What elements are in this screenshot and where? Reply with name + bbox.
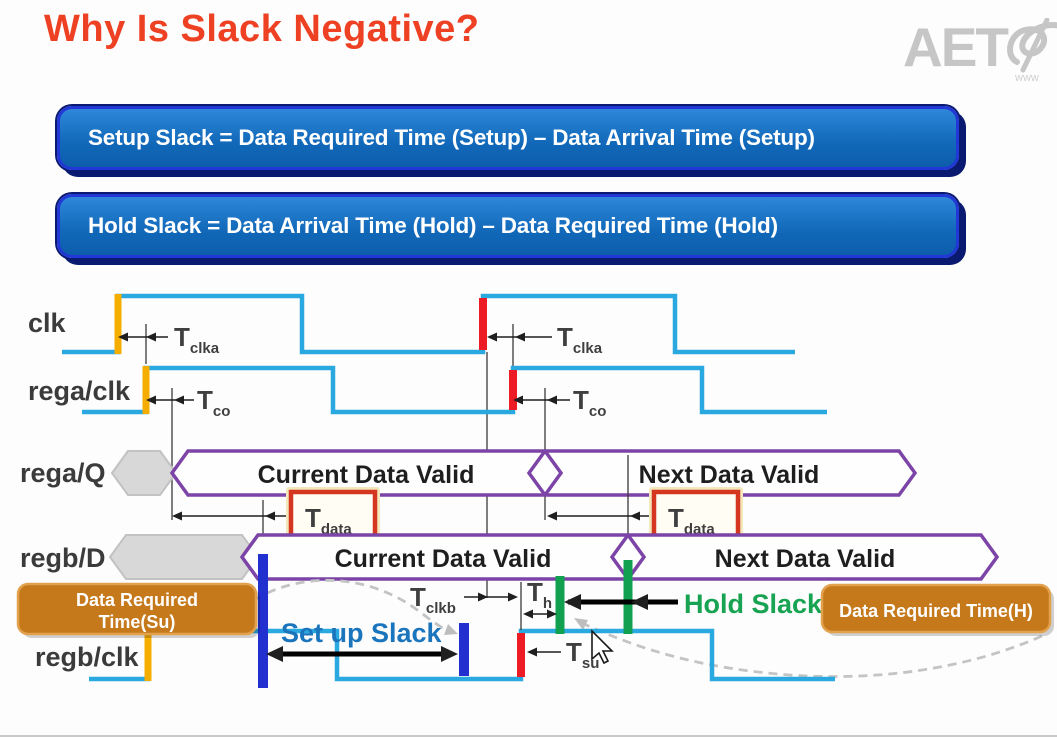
- t-clka-label-left: Tclka: [174, 322, 220, 357]
- mouse-cursor: [591, 629, 614, 665]
- logo-glyph: [1007, 18, 1057, 73]
- rega-q-unknown-bus: [110, 450, 178, 496]
- regb-d-current-label: Current Data Valid: [335, 545, 552, 573]
- t-h-label: Th: [527, 577, 552, 612]
- setup-slack-formula: Setup Slack = Data Required Time (Setup)…: [88, 125, 815, 150]
- regb-d-current-fill: [242, 535, 644, 579]
- t-h-measure: Th: [523, 577, 557, 619]
- hold-slack-formula-box: Hold Slack = Data Arrival Time (Hold) – …: [57, 194, 959, 258]
- rega-q-next-fill: [529, 451, 915, 495]
- rega-q-current-label: Current Data Valid: [258, 461, 475, 489]
- required-su-guide-arrowhead: [444, 624, 458, 635]
- hold-slack-text: Hold Slack: [684, 589, 823, 619]
- regb-d-unknown-bus: [108, 534, 260, 580]
- rega-clk-waveform: [82, 365, 827, 415]
- t-su-measure: Tsu: [527, 637, 599, 672]
- t-data-measure-right: Tdata: [547, 455, 743, 558]
- data-required-su-box: Data Required Time(Su): [16, 582, 260, 638]
- required-h-guide-curve: [581, 621, 1043, 678]
- brand-logo: AET www: [903, 18, 1057, 90]
- t-clkb-label: Tclkb: [410, 582, 456, 617]
- logo-text: AET: [903, 16, 1009, 78]
- hold-slack-annotation: Hold Slack: [564, 589, 823, 619]
- setup-slack-formula-box: Setup Slack = Data Required Time (Setup)…: [57, 106, 959, 170]
- signal-label-regb-clk: regb/clk: [35, 642, 140, 672]
- page-title: Why Is Slack Negative?: [44, 8, 480, 50]
- t-su-label: Tsu: [566, 637, 599, 672]
- t-data-measure-left: Tdata: [172, 487, 380, 553]
- rega-q-next-label: Next Data Valid: [639, 461, 820, 489]
- t-co-measure-left: Tco: [146, 385, 230, 520]
- regb-d-next-label: Next Data Valid: [715, 545, 896, 573]
- rega-q-current-fill: [172, 451, 561, 495]
- required-h-guide-arrowhead: [574, 618, 588, 630]
- rega-q-next-bus: [526, 449, 918, 497]
- setup-slack-text: Set up Slack: [281, 618, 443, 648]
- data-required-su-line1: Data Required: [76, 590, 198, 610]
- hold-slack-formula: Hold Slack = Data Arrival Time (Hold) – …: [88, 213, 778, 238]
- signal-label-rega-q: rega/Q: [20, 458, 106, 488]
- rega-q-current-bus: [169, 449, 564, 497]
- signal-label-regb-d: regb/D: [20, 543, 106, 573]
- t-data-highlight-left: [288, 489, 378, 542]
- t-clka-label-right: Tclka: [557, 322, 603, 357]
- t-co-label-left: Tco: [197, 385, 230, 420]
- t-clka-measure-left: Tclka: [118, 322, 220, 364]
- regb-d-next-fill: [612, 535, 997, 579]
- bottom-edge: [0, 735, 1057, 737]
- data-required-h-box: Data Required Time(H): [820, 583, 1054, 636]
- t-co-label-right: Tco: [573, 385, 606, 420]
- logo-tagline: www: [1015, 72, 1039, 84]
- t-clkb-measure: Tclkb: [410, 582, 518, 617]
- setup-slack-annotation: Set up Slack: [266, 618, 458, 662]
- data-required-h-text: Data Required Time(H): [839, 601, 1033, 621]
- data-required-su-line2: Time(Su): [99, 612, 176, 632]
- signal-label-rega-clk: rega/clk: [28, 376, 131, 406]
- signal-label-clk: clk: [28, 308, 67, 338]
- clk-waveform: [62, 293, 795, 355]
